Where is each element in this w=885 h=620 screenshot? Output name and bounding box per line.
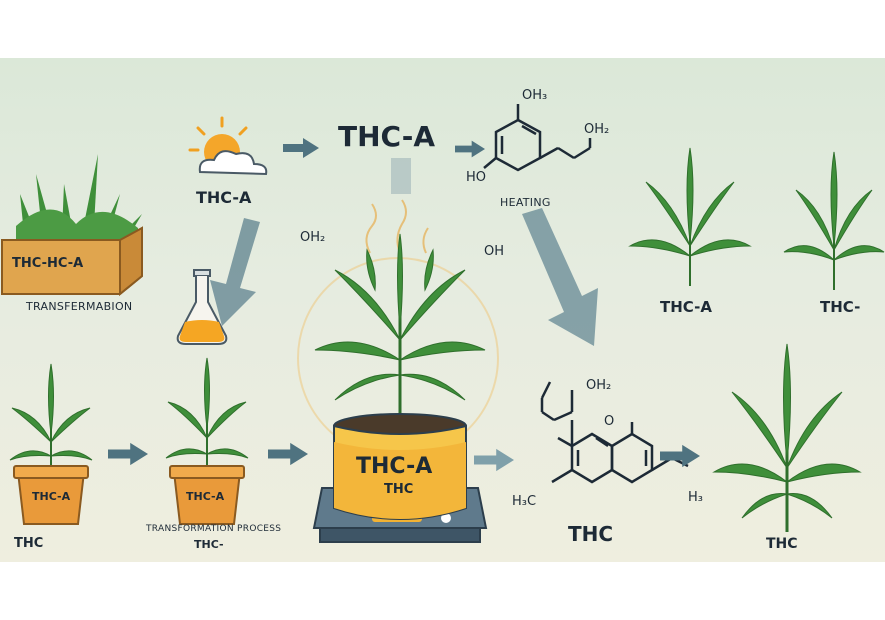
chem-h3c-thc: H₃C [512,494,537,509]
chem-oh-top: OH₃ [522,88,548,103]
potted-plant-2 [165,357,249,525]
diagram-canvas: THC-A THC-A THC-HC-A TRANSFERMABION HEAT… [0,58,885,562]
sun-cloud-icon [188,116,268,176]
label-box: THC-HC-A [12,256,84,271]
label-thc-center: THC [568,522,614,546]
arrow-down-right-icon [522,208,598,346]
faint-arrow-icon [391,158,411,194]
cannabis-plant-center [314,233,486,420]
label-thca-sun: THC-A [196,188,252,207]
chem-oh-plant-right: OH [484,244,505,259]
label-heating: HEATING [500,196,551,209]
label-pot-1: THC-A [32,490,71,503]
cannabis-plant-right-1 [628,147,752,286]
label-thc-bottom-left: THC [14,536,44,551]
label-thc-far-right: THC [766,536,798,552]
cannabis-plant-right-2 [783,151,885,290]
arrow-right-icon [268,442,308,466]
flask-icon [176,269,228,345]
label-thc-dash-right: THC- [820,298,861,316]
label-thc-dash-bottom: THC- [194,538,224,551]
chem-ho-left: HO [466,170,487,185]
chem-h3-thc: H₃ [688,490,703,505]
label-pot-main-top: THC-A [356,454,433,479]
arrow-down-left-icon [210,218,260,326]
chemical-structure-top [483,104,592,172]
chem-oh-thc: OH₂ [586,378,612,393]
arrow-right-icon [108,442,148,466]
steam-lines [365,199,429,254]
cannabis-plant-right-3 [712,343,862,532]
arrow-right-icon [455,140,485,158]
pot-icon [333,413,467,520]
potted-plant-1 [9,363,93,525]
label-pot-main-bottom: THC [384,482,414,497]
chem-o-thc: O [604,414,615,429]
title-thca-header: THC-A [338,120,436,153]
label-thca-right: THC-A [660,298,712,316]
arrow-right-icon [474,448,514,472]
label-transformation-process: TRANSFORMATION PROCESS [146,524,282,534]
arrow-right-icon [660,444,700,468]
chem-oh-right: OH₂ [584,122,610,137]
chem-oh-plant-left: OH₂ [300,230,326,245]
label-pot-2: THC-A [186,490,225,503]
arrow-right-icon [283,138,319,158]
plant-box-icon [1,154,143,297]
label-transformation-left: TRANSFERMABION [26,300,133,313]
